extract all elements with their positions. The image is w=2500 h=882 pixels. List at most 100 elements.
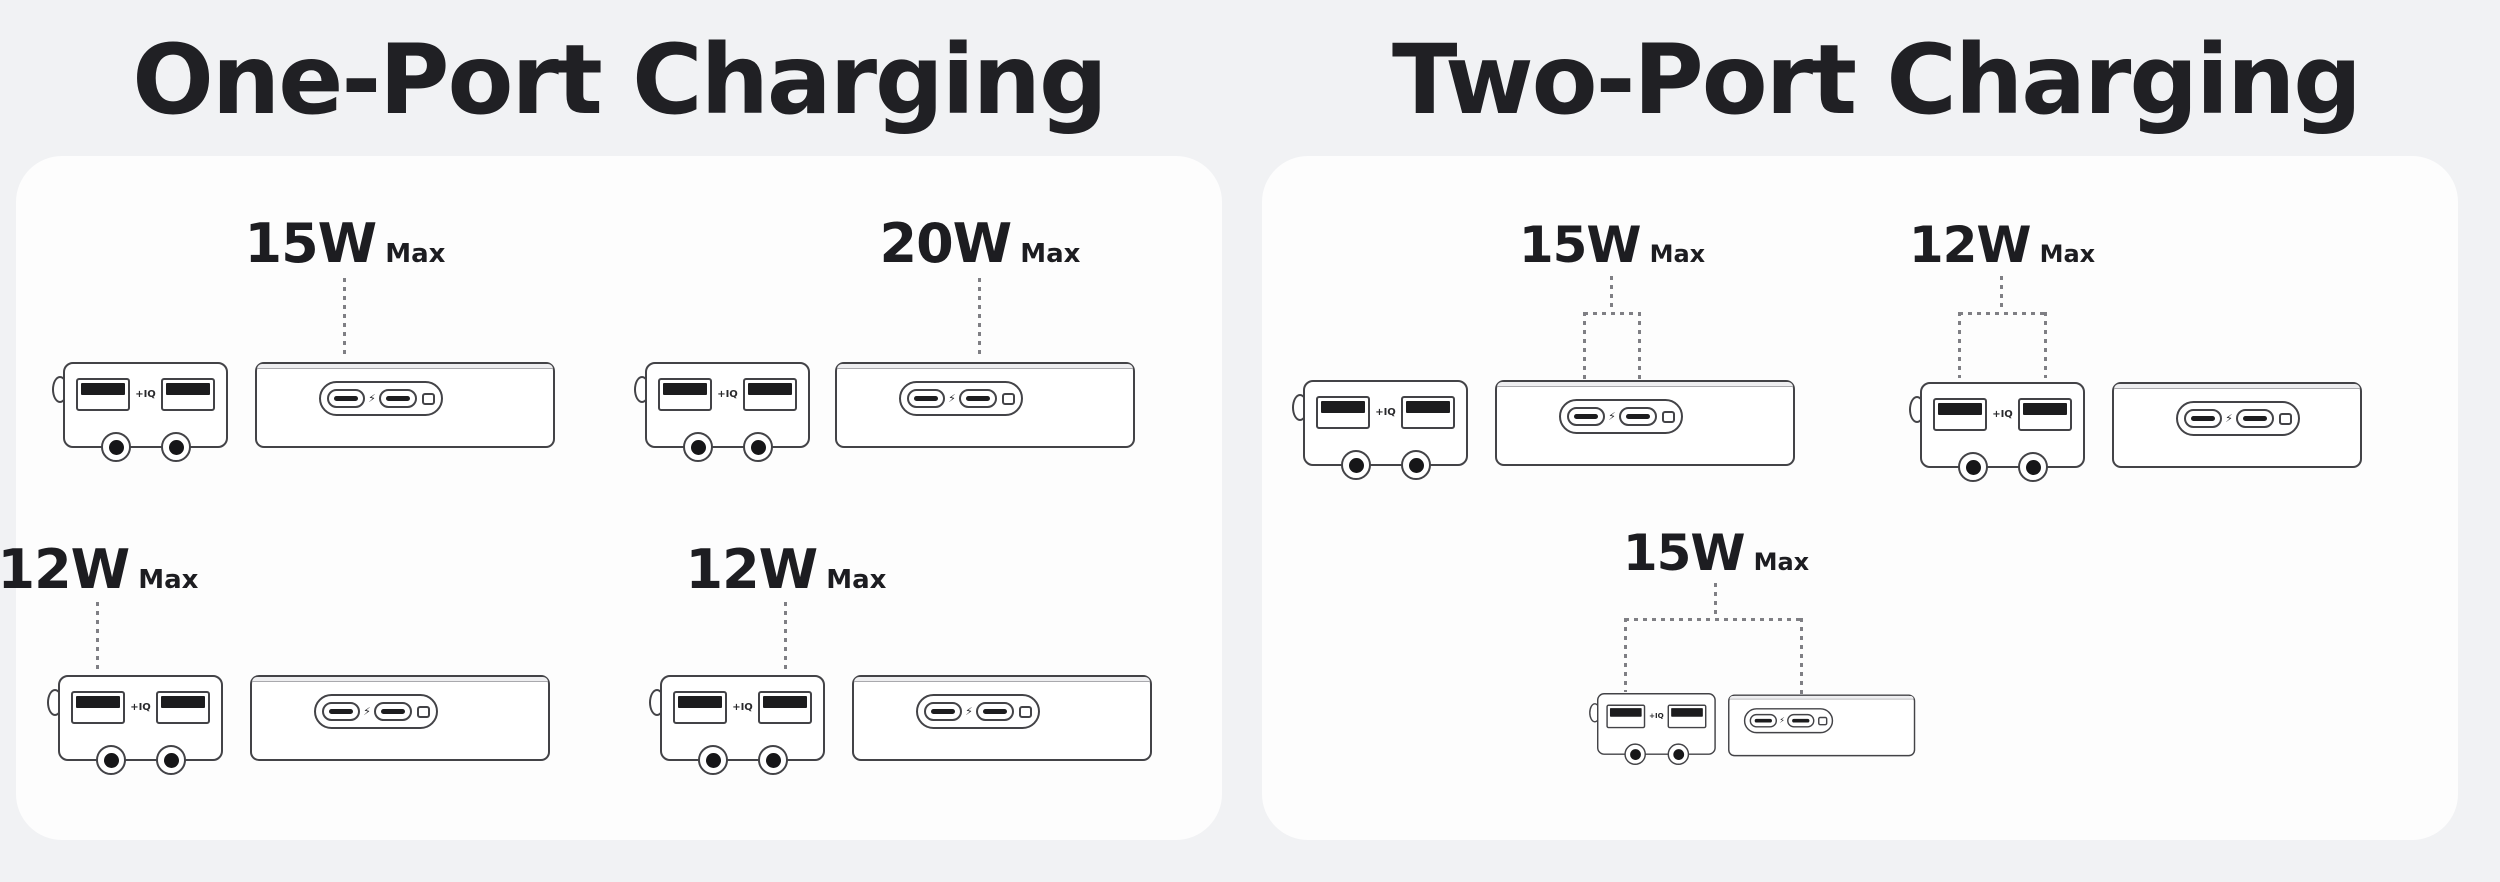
usb-c-port-2 xyxy=(378,389,417,408)
watt-value: 12W xyxy=(685,538,819,601)
one-port-title: One-Port Charging xyxy=(132,24,1107,136)
usb-c-port-2 xyxy=(1618,407,1657,426)
ac-socket-hole xyxy=(1341,450,1371,480)
lightning-icon: ⚡ xyxy=(1608,410,1616,423)
usb-c-port-1 xyxy=(924,702,963,721)
wattage-label: 15W Max xyxy=(245,212,446,275)
power-bank: ⚡ xyxy=(255,362,555,448)
two-port-title: Two-Port Charging xyxy=(1392,24,2362,136)
max-label: Max xyxy=(385,239,446,269)
usb-a-port-2 xyxy=(160,378,215,411)
wattage-label: 12W Max xyxy=(686,538,887,601)
usb-a-port-2 xyxy=(1400,396,1455,429)
usb-c-port-cluster: ⚡ xyxy=(314,694,438,729)
watt-value: 15W xyxy=(1518,216,1642,274)
usb-c-port-cluster: ⚡ xyxy=(1743,708,1834,734)
poweriq-label: +IQ xyxy=(130,701,151,713)
usb-a-port-1 xyxy=(1933,398,1988,431)
usb-power-strip: +IQ xyxy=(1597,693,1716,765)
usb-a-port-2 xyxy=(2017,398,2072,431)
wattage-label: 15W Max xyxy=(1623,524,1809,582)
usb-a-port-2 xyxy=(757,691,812,724)
ac-socket-hole xyxy=(743,432,773,462)
usb-c-port-1 xyxy=(1567,407,1606,426)
poweriq-label: +IQ xyxy=(732,701,753,713)
max-label: Max xyxy=(138,565,199,595)
poweriq-label: +IQ xyxy=(717,388,738,400)
dashed-connector xyxy=(1714,583,1717,619)
usb-a-port-1 xyxy=(76,378,131,411)
usb-c-port-2 xyxy=(975,702,1014,721)
dashed-connector xyxy=(1625,618,1803,621)
ac-socket-hole xyxy=(1667,743,1690,765)
usb-a-port-row: +IQ xyxy=(65,378,226,411)
dashed-connector xyxy=(1959,312,2047,315)
indicator-button xyxy=(1817,716,1828,726)
power-bank: ⚡ xyxy=(852,675,1152,761)
usb-power-strip: +IQ xyxy=(645,362,810,462)
usb-c-port-2 xyxy=(2235,409,2274,428)
dashed-connector xyxy=(96,602,99,672)
watt-value: 20W xyxy=(879,212,1013,275)
usb-c-port-1 xyxy=(907,389,946,408)
usb-c-port-cluster: ⚡ xyxy=(899,381,1023,416)
usb-a-port-row: +IQ xyxy=(1598,704,1714,729)
wattage-label: 12W Max xyxy=(0,538,198,601)
usb-a-port-row: +IQ xyxy=(662,691,823,724)
poweriq-label: +IQ xyxy=(135,388,156,400)
dashed-connector xyxy=(1958,312,1961,378)
indicator-button xyxy=(2278,412,2292,425)
ac-socket-hole xyxy=(698,745,728,775)
usb-c-port-2 xyxy=(373,702,412,721)
usb-c-port-cluster: ⚡ xyxy=(916,694,1040,729)
ac-socket-hole xyxy=(2018,452,2048,482)
ac-socket-hole xyxy=(156,745,186,775)
indicator-button xyxy=(1661,410,1675,423)
usb-a-port-2 xyxy=(742,378,797,411)
usb-a-port-row: +IQ xyxy=(647,378,808,411)
usb-power-strip: +IQ xyxy=(58,675,223,775)
usb-c-port-2 xyxy=(1786,713,1815,728)
max-label: Max xyxy=(1020,239,1081,269)
indicator-button xyxy=(416,705,430,718)
wattage-label: 12W Max xyxy=(1909,216,2095,274)
dashed-connector xyxy=(343,278,346,358)
dashed-connector xyxy=(1584,312,1641,315)
usb-power-strip: +IQ xyxy=(1920,382,2085,482)
ac-socket-hole xyxy=(1958,452,1988,482)
lightning-icon: ⚡ xyxy=(2225,412,2233,425)
lightning-icon: ⚡ xyxy=(965,705,973,718)
usb-c-port-1 xyxy=(327,389,366,408)
usb-a-port-2 xyxy=(1667,704,1707,729)
max-label: Max xyxy=(2039,240,2096,268)
usb-a-port-1 xyxy=(1316,396,1371,429)
poweriq-label: +IQ xyxy=(1375,406,1396,418)
power-bank: ⚡ xyxy=(2112,382,2362,468)
wattage-label: 15W Max xyxy=(1519,216,1705,274)
dashed-connector xyxy=(784,602,787,672)
usb-c-port-2 xyxy=(958,389,997,408)
usb-power-strip: +IQ xyxy=(660,675,825,775)
dashed-connector xyxy=(1624,618,1627,692)
lightning-icon: ⚡ xyxy=(363,705,371,718)
power-bank: ⚡ xyxy=(1728,694,1916,757)
dashed-connector xyxy=(1638,312,1641,394)
lightning-icon: ⚡ xyxy=(1779,716,1785,726)
watt-value: 12W xyxy=(1908,216,2032,274)
power-bank: ⚡ xyxy=(835,362,1135,448)
ac-socket-hole xyxy=(101,432,131,462)
usb-c-port-1 xyxy=(2184,409,2223,428)
power-bank: ⚡ xyxy=(1495,380,1795,466)
indicator-button xyxy=(1018,705,1032,718)
usb-c-port-cluster: ⚡ xyxy=(1559,399,1683,434)
dashed-connector xyxy=(2044,312,2047,378)
indicator-button xyxy=(421,392,435,405)
max-label: Max xyxy=(1649,240,1706,268)
usb-power-strip: +IQ xyxy=(63,362,228,462)
usb-a-port-1 xyxy=(1606,704,1646,729)
usb-c-port-1 xyxy=(1749,713,1778,728)
usb-a-port-1 xyxy=(658,378,713,411)
usb-a-port-1 xyxy=(673,691,728,724)
